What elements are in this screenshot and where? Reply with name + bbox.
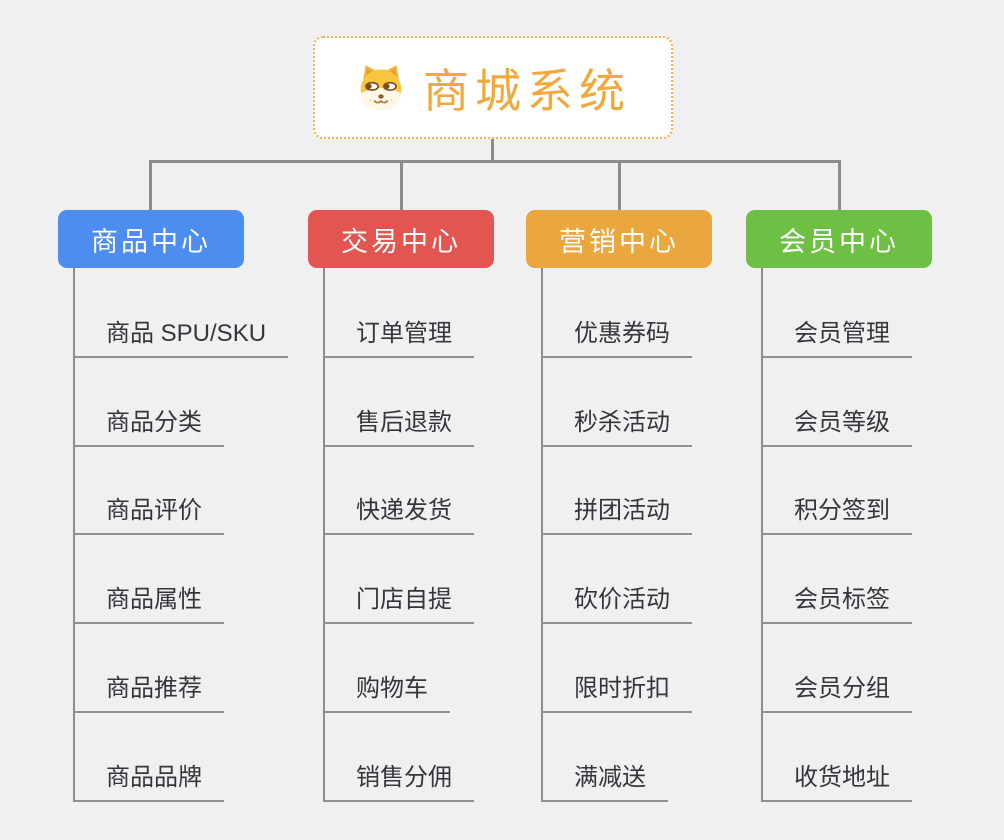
- trunk-line: [761, 268, 763, 802]
- trunk-line: [73, 268, 75, 802]
- leaf-node-group-buy[interactable]: 拼团活动: [541, 495, 692, 535]
- leaf-node-bargain-activity[interactable]: 砍价活动: [541, 584, 692, 624]
- root-node-mall-system[interactable]: 商城系统: [313, 36, 673, 139]
- leaf-node-member-group[interactable]: 会员分组: [761, 673, 912, 713]
- connector-drop-branch-2: [400, 160, 403, 212]
- leaf-node-member-tag[interactable]: 会员标签: [761, 584, 912, 624]
- branch-node-marketing-center[interactable]: 营销中心: [526, 210, 712, 268]
- connector-horizontal: [149, 160, 841, 163]
- trunk-line: [541, 268, 543, 802]
- leaf-node-points-checkin[interactable]: 积分签到: [761, 495, 912, 535]
- leaf-node-product-brand[interactable]: 商品品牌: [73, 762, 224, 802]
- shiba-dog-icon: [360, 64, 402, 110]
- connector-drop-branch-1: [149, 160, 152, 212]
- leaf-node-coupon-code[interactable]: 优惠券码: [541, 318, 692, 358]
- leaf-node-product-recommend[interactable]: 商品推荐: [73, 673, 224, 713]
- branch-node-member-center[interactable]: 会员中心: [746, 210, 932, 268]
- leaf-node-express-delivery[interactable]: 快递发货: [323, 495, 474, 535]
- root-title: 商城系统: [423, 64, 631, 117]
- leaf-node-product-spu-sku[interactable]: 商品 SPU/SKU: [73, 318, 289, 358]
- branch-node-product-center[interactable]: 商品中心: [58, 210, 244, 268]
- connector-root-drop: [491, 137, 494, 162]
- leaf-node-product-category[interactable]: 商品分类: [73, 407, 224, 447]
- leaf-node-shopping-cart[interactable]: 购物车: [323, 673, 450, 713]
- leaf-node-spend-and-save[interactable]: 满减送: [541, 762, 668, 802]
- branch-node-trade-center[interactable]: 交易中心: [308, 210, 494, 268]
- leaf-node-product-review[interactable]: 商品评价: [73, 495, 224, 535]
- leaf-node-shipping-address[interactable]: 收货地址: [761, 762, 912, 802]
- leaf-node-store-pickup[interactable]: 门店自提: [323, 584, 474, 624]
- leaf-node-product-attribute[interactable]: 商品属性: [73, 584, 224, 624]
- leaf-node-order-management[interactable]: 订单管理: [323, 318, 474, 358]
- leaf-node-flash-sale[interactable]: 秒杀活动: [541, 407, 692, 447]
- connector-drop-branch-4: [838, 160, 841, 212]
- leaf-node-aftersale-refund[interactable]: 售后退款: [323, 407, 474, 447]
- leaf-node-sales-commission[interactable]: 销售分佣: [323, 762, 474, 802]
- leaf-node-member-level[interactable]: 会员等级: [761, 407, 912, 447]
- leaf-node-time-limited-discount[interactable]: 限时折扣: [541, 673, 692, 713]
- trunk-line: [323, 268, 325, 802]
- leaf-node-member-management[interactable]: 会员管理: [761, 318, 912, 358]
- connector-drop-branch-3: [618, 160, 621, 212]
